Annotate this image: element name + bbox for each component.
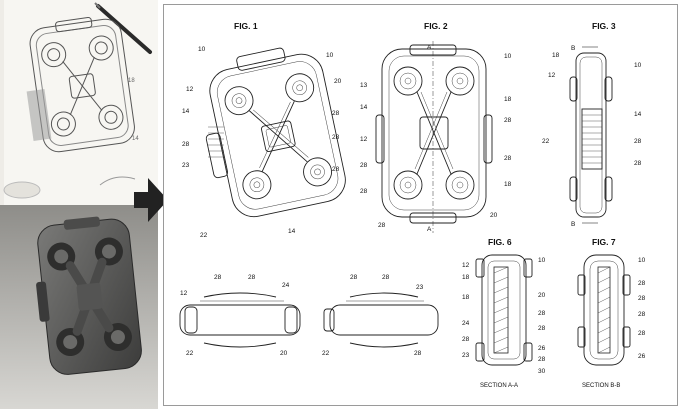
fig5-ref-2: 28 [382, 274, 390, 281]
fig6-ref-11: 23 [462, 352, 470, 359]
fig6-ref-5: 20 [538, 292, 546, 299]
fig1-ref-2: 10 [326, 52, 334, 59]
fig6-ref-8: 28 [538, 325, 546, 332]
pencil-icon [94, 2, 152, 54]
fig6-ref-10: 26 [538, 345, 546, 352]
fig6-view: FIG. 6 12 10 18 18 20 28 24 28 28 26 23 … [462, 237, 546, 389]
fig6-ref-2: 10 [538, 257, 546, 264]
fig3-ref-6: 28 [634, 138, 642, 145]
fig5-view: 28 28 23 22 28 [322, 274, 439, 357]
fig6-caption: SECTION A-A [480, 383, 518, 389]
fig2-ref-7: 28 [504, 155, 512, 162]
fig2-title: FIG. 2 [424, 21, 448, 31]
fig3-section-b-top: B [571, 45, 575, 52]
fig1-ref-1: 10 [198, 46, 206, 53]
fig6-ref-4: 18 [462, 294, 470, 301]
fig1-ref-12: 14 [288, 228, 296, 235]
fig4-ref-6: 20 [280, 350, 288, 357]
fig2-ref-11: 20 [490, 212, 498, 219]
arrow-right-icon [134, 178, 168, 222]
fig2-section-a-top: A [427, 44, 432, 51]
fig1-title: FIG. 1 [234, 21, 258, 31]
fig5-ref-5: 28 [414, 350, 422, 357]
fig1-ref-8: 28 [332, 134, 340, 141]
fig1-ref-3: 12 [186, 86, 194, 93]
fig2-ref-10: 28 [360, 162, 368, 169]
fig6-ref-1: 12 [462, 262, 470, 269]
fig4-ref-4: 12 [180, 290, 188, 297]
fig3-ref-2: 10 [634, 62, 642, 69]
render-image [0, 205, 158, 409]
fig7-ref-4: 28 [638, 311, 646, 318]
eraser-icon [3, 181, 41, 199]
fig6-ref-6: 28 [538, 310, 546, 317]
sketch-drawing: 18 14 [0, 0, 158, 205]
fig1-ref-9: 23 [182, 162, 190, 169]
fig6-ref-7: 24 [462, 320, 470, 327]
fig7-ref-3: 28 [638, 295, 646, 302]
pencil-sketch-photo: 18 14 [0, 0, 158, 205]
rendered-model-photo [0, 205, 158, 409]
fig4-ref-3: 24 [282, 282, 290, 289]
fig2-ref-6: 12 [360, 136, 368, 143]
fig6-ref-12: 28 [538, 356, 546, 363]
fig3-ref-7: 28 [634, 160, 642, 167]
fig1-ref-10: 28 [332, 166, 340, 173]
fig4-view: 28 28 24 12 22 20 [179, 274, 301, 357]
fig6-ref-9: 28 [462, 336, 470, 343]
fig1-ref-5: 14 [182, 108, 190, 115]
fig4-ref-5: 22 [186, 350, 194, 357]
fig6-ref-3: 18 [462, 274, 470, 281]
fig3-ref-3: 12 [548, 72, 556, 79]
fig2-ref-8: 28 [360, 188, 368, 195]
fig6-ref-13: 30 [538, 368, 546, 375]
fig2-ref-9: 18 [504, 181, 512, 188]
fig2-view: FIG. 2 A A 10 13 18 14 28 12 28 28 18 28… [360, 21, 512, 233]
fig1-ref-7: 28 [182, 141, 190, 148]
fig3-title: FIG. 3 [592, 21, 616, 31]
fig7-ref-2: 28 [638, 280, 646, 287]
fig7-view: FIG. 7 10 28 28 28 28 26 SECTION B-B [577, 237, 646, 389]
patent-drawing-sheet: FIG. 1 10 10 12 20 14 28 28 28 23 [163, 4, 678, 406]
fig7-title: FIG. 7 [592, 237, 616, 247]
fig1-view: FIG. 1 10 10 12 20 14 28 28 28 23 [182, 21, 346, 239]
fig3-view: FIG. 3 B B 18 10 12 14 22 28 28 [542, 21, 642, 228]
fig4-ref-1: 28 [214, 274, 222, 281]
fig3-ref-1: 18 [552, 52, 560, 59]
fig1-ref-4: 20 [334, 78, 342, 85]
fig3-section-b-bottom: B [571, 221, 575, 228]
fig2-ref-1: 10 [504, 53, 512, 60]
sketch-label-14: 14 [132, 136, 139, 142]
fig3-ref-4: 14 [634, 111, 642, 118]
fig2-ref-3: 18 [504, 96, 512, 103]
fig7-ref-5: 28 [638, 330, 646, 337]
fig2-ref-12: 28 [378, 222, 386, 229]
fig5-ref-3: 23 [416, 284, 424, 291]
fig7-caption: SECTION B-B [582, 383, 620, 389]
sketch-label-18: 18 [128, 78, 135, 84]
fig5-ref-1: 28 [350, 274, 358, 281]
fig1-ref-11: 22 [200, 232, 208, 239]
fig4-ref-2: 28 [248, 274, 256, 281]
fig5-ref-4: 22 [322, 350, 330, 357]
fig1-ref-6: 28 [332, 110, 340, 117]
patent-figures: FIG. 1 10 10 12 20 14 28 28 28 23 [179, 21, 646, 389]
fig7-ref-6: 26 [638, 353, 646, 360]
fig2-section-a-bottom: A [427, 226, 432, 233]
fig6-title: FIG. 6 [488, 237, 512, 247]
fig7-ref-1: 10 [638, 257, 646, 264]
fig2-ref-5: 28 [504, 117, 512, 124]
fig3-ref-5: 22 [542, 138, 550, 145]
fig2-ref-4: 14 [360, 104, 368, 111]
fig2-ref-2: 13 [360, 82, 368, 89]
